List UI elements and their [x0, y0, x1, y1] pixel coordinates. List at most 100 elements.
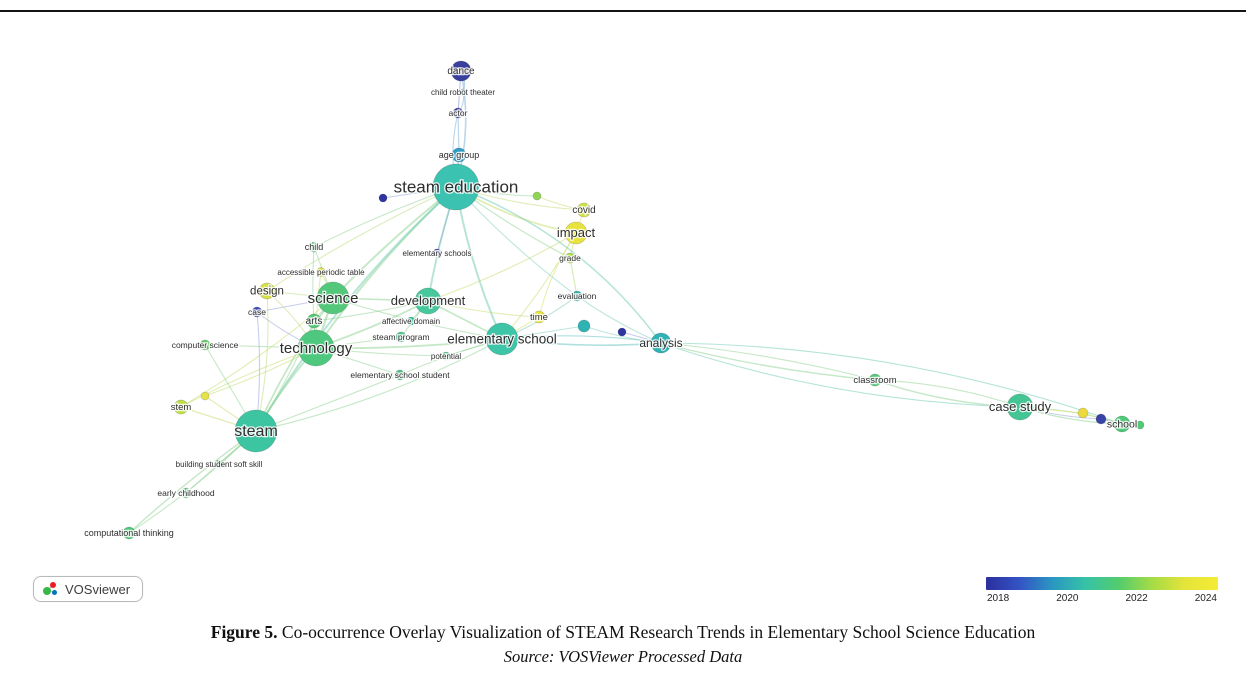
node-science[interactable] — [316, 281, 350, 315]
node-label-elementary-school: elementary school — [447, 331, 557, 346]
edge-classroom--case-study — [874, 379, 1021, 408]
figure-caption-label: Figure 5. — [210, 622, 278, 642]
node-unlabeled-green-2[interactable] — [1135, 420, 1145, 430]
node-label-case-study: case study — [989, 399, 1052, 414]
edge-development--impact — [427, 232, 577, 302]
node-label-classroom: classroom — [853, 375, 896, 386]
node-actor[interactable] — [452, 107, 464, 119]
node-label-computational-thinking: computational thinking — [84, 528, 174, 538]
legend-tick-2020: 2020 — [1056, 593, 1079, 604]
legend-tick-2022: 2022 — [1125, 593, 1148, 604]
node-child-robot-theater[interactable] — [459, 88, 467, 96]
node-time[interactable] — [532, 310, 546, 324]
node-design[interactable] — [258, 282, 276, 300]
node-computer-science[interactable] — [199, 339, 211, 351]
edge-analysis--classroom — [660, 342, 876, 381]
edge-stem--science — [180, 297, 334, 408]
node-dance[interactable] — [450, 60, 472, 82]
edge-steam--computational-thinking — [128, 430, 257, 534]
node-unlabeled-teal-1[interactable] — [577, 319, 591, 333]
node-label-arts: arts — [306, 316, 323, 327]
node-steam-education[interactable] — [432, 163, 480, 211]
node-age-group[interactable] — [451, 147, 467, 163]
edge-analysis--case-study — [660, 342, 1021, 408]
node-stem[interactable] — [173, 399, 189, 415]
node-affective-domain[interactable] — [406, 316, 416, 326]
edge-analysis--school — [660, 342, 1123, 425]
vosviewer-badge-label: VOSviewer — [65, 581, 131, 597]
node-building-student-soft-skill[interactable] — [214, 459, 224, 469]
node-arts[interactable] — [306, 313, 322, 329]
legend-tick-2024: 2024 — [1194, 593, 1217, 604]
node-label-time: time — [530, 312, 548, 323]
edge-elementary-school--analysis — [501, 338, 662, 347]
node-case[interactable] — [251, 306, 263, 318]
node-label-development: development — [391, 293, 466, 308]
node-evaluation[interactable] — [571, 290, 583, 302]
node-classroom[interactable] — [868, 373, 882, 387]
node-elementary-school[interactable] — [485, 322, 519, 356]
node-label-age-group: age group — [439, 150, 480, 160]
node-accessible-periodic-table[interactable] — [316, 267, 326, 277]
node-case-study[interactable] — [1006, 393, 1034, 421]
node-label-evaluation: evaluation — [558, 291, 597, 301]
node-label-science: science — [308, 290, 359, 307]
node-covid[interactable] — [576, 202, 592, 218]
legend-tick-2018: 2018 — [987, 593, 1010, 604]
node-label-actor: actor — [449, 108, 468, 118]
edge-steam--computational-thinking — [128, 430, 257, 534]
top-rule — [0, 10, 1246, 12]
node-label-computer-science: computer science — [172, 340, 239, 350]
node-unlabeled-green-1[interactable] — [532, 191, 542, 201]
node-child[interactable] — [308, 241, 320, 253]
node-label-elementary-school-student: elementary school student — [350, 370, 450, 380]
node-label-covid: covid — [572, 205, 595, 216]
node-school[interactable] — [1113, 415, 1131, 433]
node-elementary-school-student[interactable] — [394, 369, 406, 381]
node-unlabeled-yellow-1[interactable] — [200, 391, 210, 401]
edge-technology--elementary-school — [315, 338, 503, 350]
node-unlabeled-blue-1[interactable] — [378, 193, 388, 203]
node-label-affective-domain: affective domain — [382, 317, 440, 326]
node-label-potential: potential — [431, 352, 461, 361]
node-steam[interactable] — [234, 409, 278, 453]
node-label-dance: dance — [447, 66, 475, 77]
node-steam-program[interactable] — [395, 331, 407, 343]
figure-source: Source: VOSViewer Processed Data — [503, 647, 743, 666]
edge-elementary-school--steam — [255, 338, 503, 432]
node-impact[interactable] — [564, 221, 588, 245]
node-elementary-schools[interactable] — [432, 248, 442, 258]
node-unlabeled-blue-3[interactable] — [1095, 413, 1107, 425]
figure-caption: Figure 5. Co-occurrence Overlay Visualiz… — [0, 622, 1246, 667]
figure-caption-text: Co-occurrence Overlay Visualization of S… — [277, 622, 1036, 642]
node-label-elementary-schools: elementary schools — [403, 249, 472, 258]
node-label-early-childhood: early childhood — [157, 488, 214, 498]
node-development[interactable] — [414, 287, 442, 315]
node-technology[interactable] — [297, 329, 335, 367]
overlay-legend-gradient — [986, 577, 1218, 590]
overlay-legend: 2018 2020 2022 2024 — [986, 577, 1218, 604]
node-label-case: case — [248, 307, 266, 317]
vosviewer-logo-icon — [43, 582, 57, 595]
node-computational-thinking[interactable] — [122, 526, 136, 540]
edge-science--elementary-school — [332, 297, 503, 340]
edge-steam-education--elementary-school — [455, 186, 503, 340]
edge-steam-education--design — [266, 186, 457, 292]
node-potential[interactable] — [441, 351, 451, 361]
node-label-building-student-soft-skill: building student soft skill — [176, 460, 263, 469]
node-unlabeled-blue-2[interactable] — [617, 327, 627, 337]
vosviewer-badge[interactable]: VOSviewer — [33, 576, 144, 602]
node-label-stem: stem — [171, 402, 192, 413]
node-analysis[interactable] — [650, 332, 672, 354]
node-label-impact: impact — [557, 225, 596, 240]
overlay-legend-ticks: 2018 2020 2022 2024 — [986, 593, 1218, 604]
edge-analysis--classroom — [660, 342, 876, 381]
node-label-design: design — [250, 286, 284, 298]
node-label-child: child — [305, 242, 324, 252]
node-grade[interactable] — [564, 252, 576, 264]
node-label-steam: steam — [234, 423, 278, 440]
node-early-childhood[interactable] — [180, 487, 192, 499]
node-unlabeled-yellow-2[interactable] — [1077, 407, 1089, 419]
